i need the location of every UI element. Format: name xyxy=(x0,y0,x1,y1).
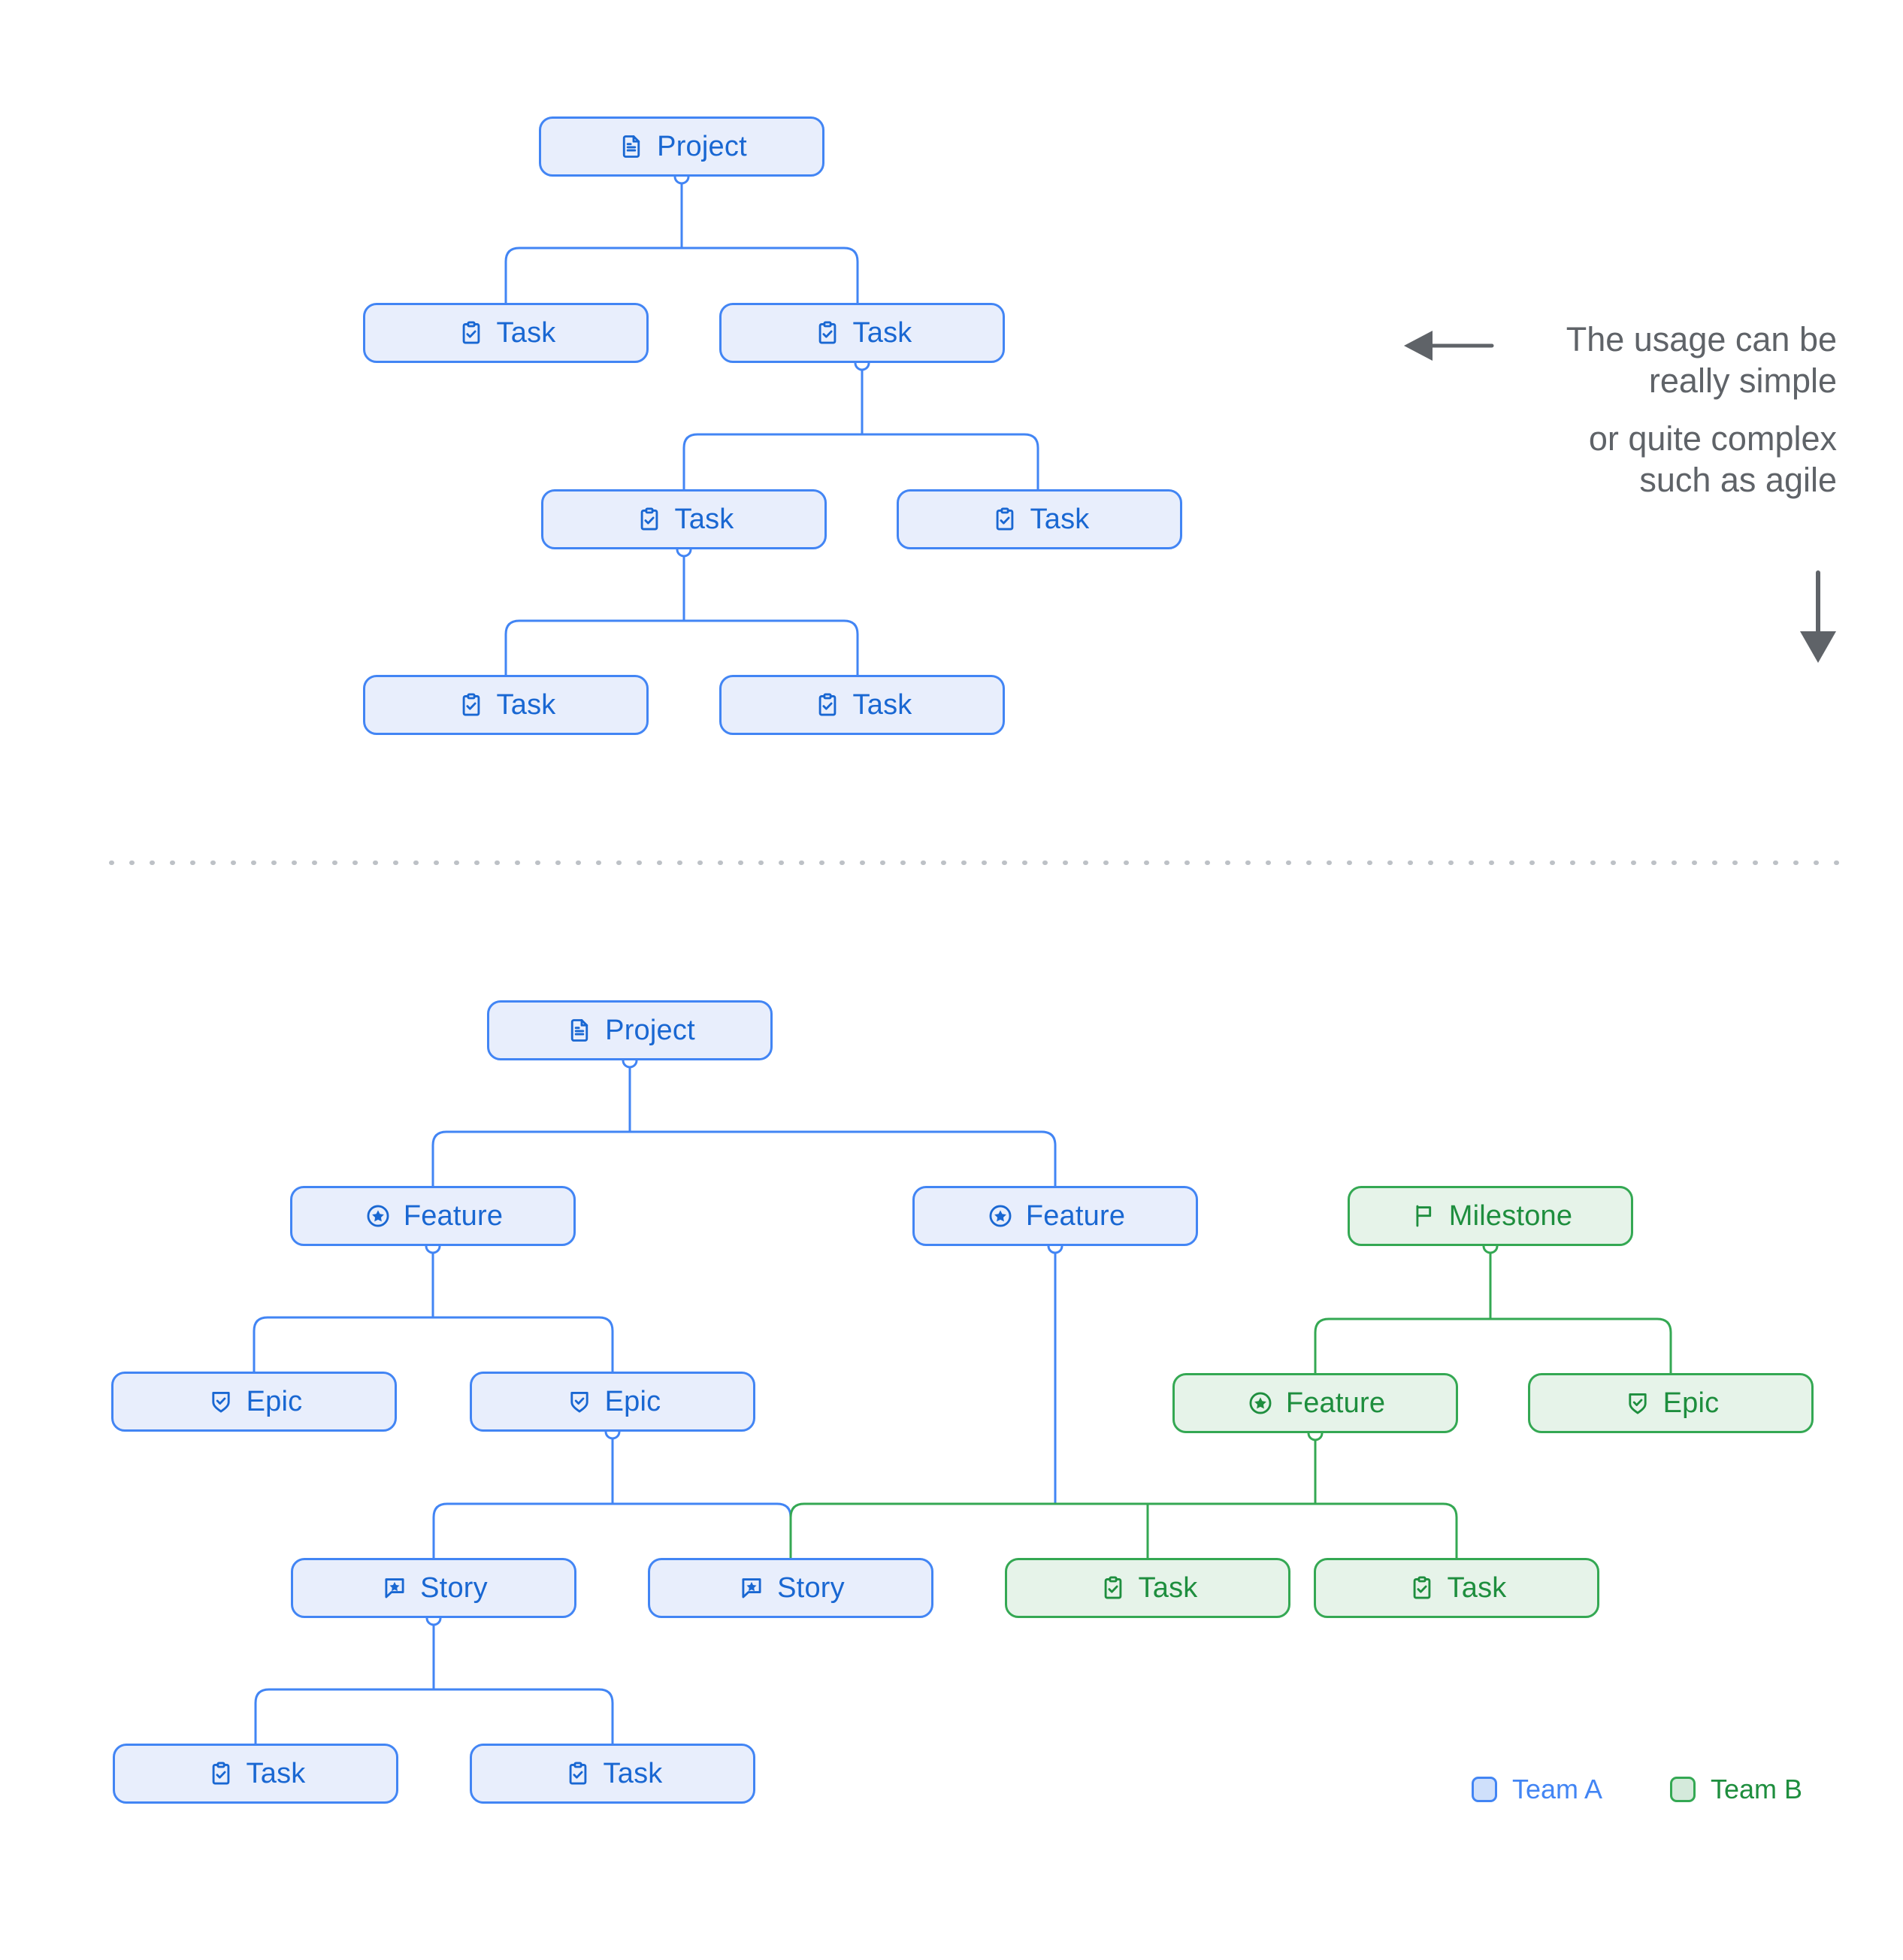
node-label: Task xyxy=(603,1758,663,1789)
clipboard-check-icon xyxy=(456,690,486,720)
clipboard-check-icon xyxy=(456,318,486,348)
annotation-line-2: really simple xyxy=(1648,361,1837,400)
node-task[interactable]: Task xyxy=(897,489,1182,549)
node-label: Story xyxy=(777,1572,845,1604)
node-label: Task xyxy=(1030,504,1090,535)
annotation-line-4: such as agile xyxy=(1639,460,1837,499)
node-story[interactable]: Story xyxy=(291,1558,576,1618)
node-feature[interactable]: Feature xyxy=(1172,1373,1458,1433)
node-task[interactable]: Task xyxy=(1314,1558,1599,1618)
clipboard-check-icon xyxy=(563,1759,593,1789)
node-label: Task xyxy=(1138,1572,1198,1604)
document-icon xyxy=(564,1015,594,1045)
chat-star-icon xyxy=(737,1573,767,1603)
node-label: Feature xyxy=(1025,1200,1126,1232)
node-task[interactable]: Task xyxy=(541,489,827,549)
shield-check-icon xyxy=(564,1387,594,1417)
clipboard-check-icon xyxy=(812,690,843,720)
node-task[interactable]: Task xyxy=(363,675,649,735)
node-label: Task xyxy=(496,689,556,721)
node-epic[interactable]: Epic xyxy=(1528,1373,1814,1433)
node-project[interactable]: Project xyxy=(487,1000,773,1060)
annotation-line-1: The usage can be xyxy=(1566,320,1837,358)
node-project[interactable]: Project xyxy=(539,116,824,177)
square-swatch-icon xyxy=(1670,1777,1696,1802)
usage-annotation: The usage can be really simple or quite … xyxy=(1371,319,1837,501)
clipboard-check-icon xyxy=(990,504,1020,534)
node-label: Task xyxy=(1447,1572,1507,1604)
legend-item-team-b: Team B xyxy=(1670,1774,1802,1805)
annotation-line-3: or quite complex xyxy=(1588,419,1837,458)
shield-check-icon xyxy=(206,1387,236,1417)
document-icon xyxy=(616,132,646,162)
node-label: Milestone xyxy=(1448,1200,1573,1232)
node-label: Project xyxy=(605,1015,695,1046)
star-circle-icon xyxy=(985,1201,1015,1231)
node-label: Task xyxy=(674,504,734,535)
clipboard-check-icon xyxy=(1407,1573,1437,1603)
node-task[interactable]: Task xyxy=(719,303,1005,363)
node-milestone[interactable]: Milestone xyxy=(1348,1186,1633,1246)
clipboard-check-icon xyxy=(206,1759,236,1789)
square-swatch-icon xyxy=(1472,1777,1497,1802)
node-task[interactable]: Task xyxy=(719,675,1005,735)
node-task[interactable]: Task xyxy=(363,303,649,363)
node-task[interactable]: Task xyxy=(113,1744,398,1804)
node-epic[interactable]: Epic xyxy=(111,1372,397,1432)
legend-label-team-b: Team B xyxy=(1711,1774,1803,1804)
legend-label-team-a: Team A xyxy=(1512,1774,1603,1804)
node-label: Task xyxy=(246,1758,306,1789)
node-label: Epic xyxy=(246,1386,303,1417)
node-label: Epic xyxy=(604,1386,661,1417)
star-circle-icon xyxy=(1245,1388,1275,1418)
node-feature[interactable]: Feature xyxy=(290,1186,576,1246)
clipboard-check-icon xyxy=(634,504,664,534)
node-feature[interactable]: Feature xyxy=(912,1186,1198,1246)
node-label: Task xyxy=(496,317,556,349)
node-task[interactable]: Task xyxy=(470,1744,755,1804)
node-label: Story xyxy=(420,1572,488,1604)
star-circle-icon xyxy=(363,1201,393,1231)
legend-item-team-a: Team A xyxy=(1472,1774,1602,1805)
shield-check-icon xyxy=(1623,1388,1653,1418)
node-label: Task xyxy=(852,689,912,721)
flag-icon xyxy=(1408,1201,1439,1231)
annotation-spacer xyxy=(1371,402,1837,419)
clipboard-check-icon xyxy=(1098,1573,1128,1603)
chat-star-icon xyxy=(380,1573,410,1603)
node-epic[interactable]: Epic xyxy=(470,1372,755,1432)
node-label: Task xyxy=(852,317,912,349)
node-task[interactable]: Task xyxy=(1005,1558,1290,1618)
clipboard-check-icon xyxy=(812,318,843,348)
node-label: Feature xyxy=(403,1200,504,1232)
node-label: Project xyxy=(657,131,747,162)
node-label: Feature xyxy=(1285,1387,1386,1419)
node-story[interactable]: Story xyxy=(648,1558,933,1618)
node-label: Epic xyxy=(1662,1387,1720,1419)
